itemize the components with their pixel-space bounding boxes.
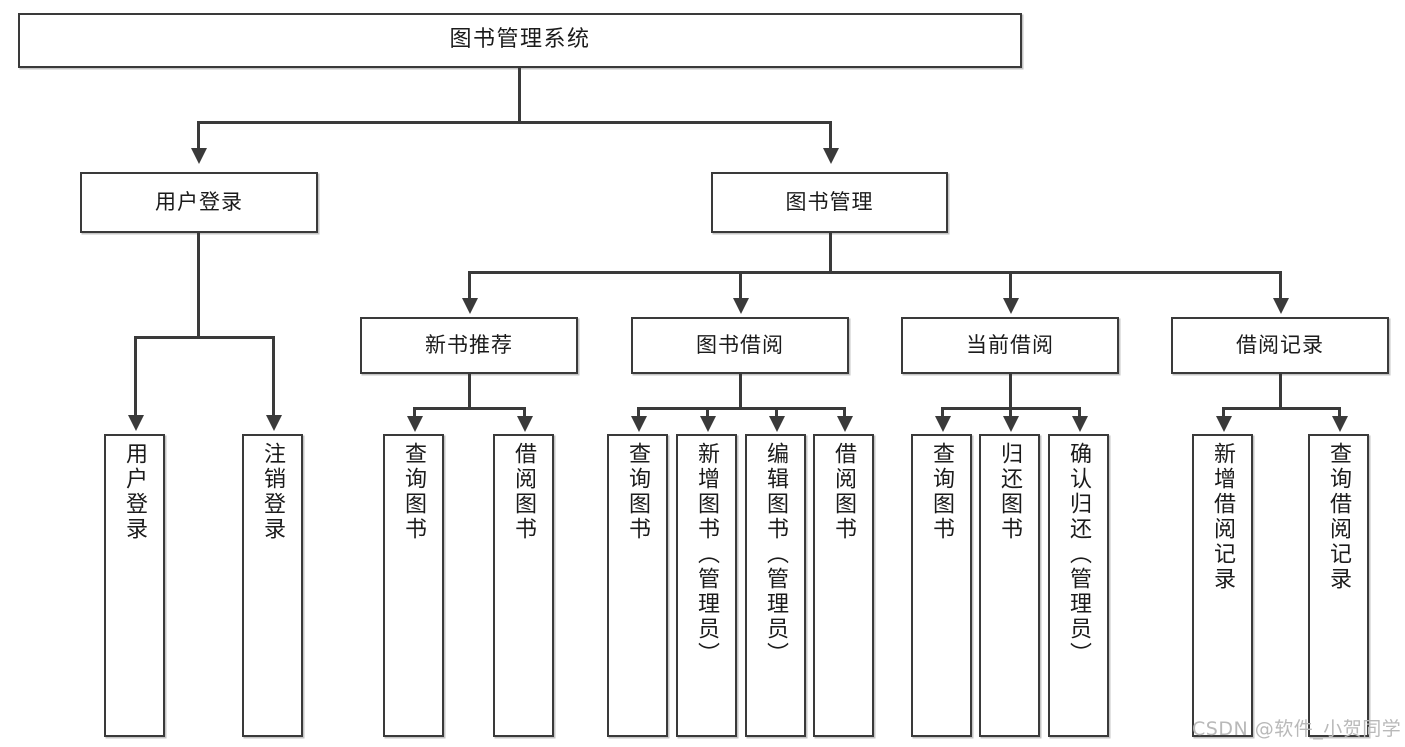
arrow-root-to-book-manage <box>823 148 839 164</box>
arrow-book-borrow-to-leaf-3 <box>769 416 785 432</box>
node-label: 查询借阅记录 <box>1326 442 1352 592</box>
node-label: 归还图书 <box>997 442 1023 542</box>
arrow-user-login-to-leaf-2 <box>266 415 282 431</box>
connector-borrow-record-to-leaf-1 <box>1222 407 1225 417</box>
connector-user-login-to-leaf-1 <box>134 336 137 416</box>
arrow-book-borrow-to-leaf-1 <box>631 416 647 432</box>
connector-new-book-bus <box>413 407 523 410</box>
connector-borrow-record-bus <box>1222 407 1338 410</box>
leaf-book-borrow-edit-admin[interactable]: 编辑图书（管理员） <box>745 434 806 737</box>
node-label: 用户登录 <box>155 190 243 215</box>
node-label: 查询图书 <box>401 442 427 542</box>
connector-root-to-user-login <box>197 121 200 149</box>
node-label: 查询图书 <box>929 442 955 542</box>
arrow-borrow-record-to-leaf-2 <box>1332 416 1348 432</box>
node-book-management[interactable]: 图书管理 <box>711 172 948 233</box>
node-label: 图书管理系统 <box>449 27 591 53</box>
connector-borrow-record-stem <box>1279 374 1282 409</box>
connector-book-manage-bus <box>468 271 1279 274</box>
leaf-book-borrow-add-admin[interactable]: 新增图书（管理员） <box>676 434 737 737</box>
arrow-book-manage-to-borrow-record <box>1273 298 1289 314</box>
arrow-current-borrow-to-leaf-1 <box>935 416 951 432</box>
node-label: 确认归还（管理员） <box>1066 442 1092 667</box>
arrow-user-login-to-leaf-1 <box>128 415 144 431</box>
connector-new-book-to-leaf-1 <box>413 407 416 417</box>
node-label: 新书推荐 <box>425 333 513 358</box>
connector-current-borrow-to-leaf-2 <box>1009 407 1012 417</box>
connector-book-borrow-to-leaf-1 <box>637 407 640 417</box>
arrow-borrow-record-to-leaf-1 <box>1216 416 1232 432</box>
connector-book-borrow-to-leaf-3 <box>775 407 778 417</box>
leaf-new-book-borrow[interactable]: 借阅图书 <box>493 434 554 737</box>
connector-book-manage-to-current-borrow <box>1009 271 1012 299</box>
arrow-book-borrow-to-leaf-2 <box>700 416 716 432</box>
connector-user-login-bus <box>134 336 272 339</box>
arrow-current-borrow-to-leaf-2 <box>1003 416 1019 432</box>
connector-book-manage-to-borrow-record <box>1279 271 1282 299</box>
node-label: 当前借阅 <box>966 333 1054 358</box>
connector-new-book-to-leaf-2 <box>523 407 526 417</box>
connector-book-manage-stem <box>829 233 832 273</box>
connector-book-borrow-to-leaf-4 <box>843 407 846 417</box>
node-book-borrow[interactable]: 图书借阅 <box>631 317 849 374</box>
node-label: 用户登录 <box>122 442 148 542</box>
leaf-current-borrow-query[interactable]: 查询图书 <box>911 434 972 737</box>
node-label: 查询图书 <box>625 442 651 542</box>
connector-book-borrow-stem <box>739 374 742 409</box>
csdn-watermark: CSDN @软件_小贺同学 <box>1192 718 1402 740</box>
node-label: 借阅图书 <box>511 442 537 542</box>
arrow-current-borrow-to-leaf-3 <box>1072 416 1088 432</box>
arrow-root-to-user-login <box>191 148 207 164</box>
connector-current-borrow-to-leaf-1 <box>941 407 944 417</box>
leaf-book-borrow-query[interactable]: 查询图书 <box>607 434 668 737</box>
connector-new-book-stem <box>468 374 471 409</box>
arrow-book-manage-to-current-borrow <box>1003 298 1019 314</box>
node-borrow-record[interactable]: 借阅记录 <box>1171 317 1389 374</box>
connector-root-bus <box>197 121 831 124</box>
connector-root-stem <box>518 68 521 123</box>
connector-user-login-stem <box>197 233 200 337</box>
leaf-book-borrow-borrow[interactable]: 借阅图书 <box>813 434 874 737</box>
node-root-library-system[interactable]: 图书管理系统 <box>18 13 1022 68</box>
connector-current-borrow-stem <box>1009 374 1012 409</box>
leaf-borrow-record-add[interactable]: 新增借阅记录 <box>1192 434 1253 737</box>
leaf-current-borrow-confirm-admin[interactable]: 确认归还（管理员） <box>1048 434 1109 737</box>
arrow-new-book-to-leaf-2 <box>517 416 533 432</box>
arrow-book-borrow-to-leaf-4 <box>837 416 853 432</box>
node-label: 新增图书（管理员） <box>694 442 720 667</box>
leaf-new-book-query[interactable]: 查询图书 <box>383 434 444 737</box>
connector-book-manage-to-book-borrow <box>739 271 742 299</box>
node-label: 借阅记录 <box>1236 333 1324 358</box>
leaf-user-login-login[interactable]: 用户登录 <box>104 434 165 737</box>
node-label: 注销登录 <box>260 442 286 542</box>
leaf-current-borrow-return[interactable]: 归还图书 <box>979 434 1040 737</box>
arrow-new-book-to-leaf-1 <box>407 416 423 432</box>
node-label: 借阅图书 <box>831 442 857 542</box>
node-label: 图书管理 <box>785 190 874 215</box>
connector-user-login-to-leaf-2 <box>272 336 275 416</box>
node-label: 图书借阅 <box>696 333 784 358</box>
node-new-book-recommend[interactable]: 新书推荐 <box>360 317 578 374</box>
node-user-login[interactable]: 用户登录 <box>80 172 318 233</box>
connector-book-manage-to-new-book <box>468 271 471 299</box>
leaf-user-login-logout[interactable]: 注销登录 <box>242 434 303 737</box>
connector-current-borrow-to-leaf-3 <box>1078 407 1081 417</box>
arrow-book-manage-to-new-book <box>462 298 478 314</box>
arrow-book-manage-to-book-borrow <box>733 298 749 314</box>
connector-book-borrow-to-leaf-2 <box>706 407 709 417</box>
connector-borrow-record-to-leaf-2 <box>1338 407 1341 417</box>
node-label: 编辑图书（管理员） <box>763 442 789 667</box>
leaf-borrow-record-query[interactable]: 查询借阅记录 <box>1308 434 1369 737</box>
connector-root-to-book-manage <box>829 121 832 149</box>
connector-book-borrow-bus <box>637 407 843 410</box>
node-current-borrow[interactable]: 当前借阅 <box>901 317 1119 374</box>
node-label: 新增借阅记录 <box>1210 442 1236 592</box>
